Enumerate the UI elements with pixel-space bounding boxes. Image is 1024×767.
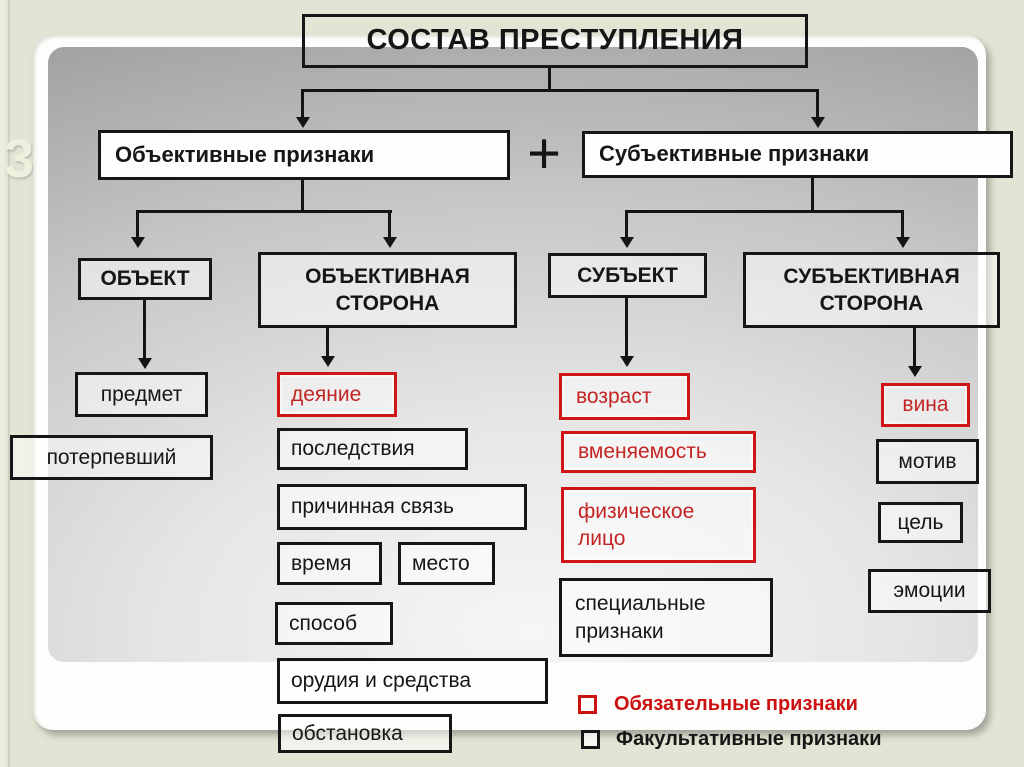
branch-subjective-label: Субъективные признаки <box>599 141 870 167</box>
connector-line <box>811 178 814 212</box>
node-posledstviya: последствия <box>277 428 468 470</box>
node-predmet: предмет <box>75 372 208 417</box>
node-motiv: мотив <box>876 439 979 484</box>
node-label: вменяемость <box>578 440 707 464</box>
slide-number: 3 <box>4 129 35 189</box>
node-orudiya-i-sredstva: орудия и средства <box>277 658 548 704</box>
connector-line <box>301 180 304 212</box>
branch-objective: Объективные признаки <box>98 130 510 180</box>
node-label: вина <box>902 393 949 417</box>
node-label: последствия <box>291 437 415 461</box>
page-title: СОСТАВ ПРЕСТУПЛЕНИЯ <box>366 24 744 57</box>
node-sposob: способ <box>275 602 393 645</box>
connector-line <box>301 89 819 92</box>
arrow-down-icon <box>296 117 310 128</box>
connector-line <box>625 210 904 213</box>
node-poterpevshiy: потерпевший <box>10 435 213 480</box>
node-label: потерпевший <box>46 445 177 469</box>
node-label: мотив <box>898 449 957 473</box>
connector-line <box>388 210 391 237</box>
group-object: ОБЪЕКТ <box>78 258 212 300</box>
arrow-down-icon <box>321 356 335 367</box>
node-label: предмет <box>100 382 183 406</box>
node-spetsialnye-priznaki: специальные признаки <box>559 578 773 657</box>
node-tsel: цель <box>878 502 963 543</box>
node-label: цель <box>897 510 944 534</box>
arrow-down-icon <box>896 237 910 248</box>
node-label: место <box>412 551 470 575</box>
node-vina-mandatory: вина <box>881 383 970 427</box>
connector-line <box>326 328 329 356</box>
arrow-down-icon <box>811 117 825 128</box>
arrow-down-icon <box>131 237 145 248</box>
arrow-down-icon <box>908 366 922 377</box>
group-subject: СУБЪЕКТ <box>548 253 707 298</box>
connector-line <box>136 210 139 237</box>
group-subjective-side-label: СУБЪЕКТИВНАЯ СТОРОНА <box>783 264 960 315</box>
branch-subjective: Субъективные признаки <box>582 131 1013 178</box>
arrow-down-icon <box>383 237 397 248</box>
node-label: орудия и средства <box>291 669 472 693</box>
node-prichinnaya-svyaz: причинная связь <box>277 484 527 530</box>
connector-line <box>625 298 628 356</box>
plus-sign: + <box>527 120 561 186</box>
connector-line <box>625 210 628 237</box>
legend-mandatory-square-icon <box>578 695 597 714</box>
group-subjective-side: СУБЪЕКТИВНАЯ СТОРОНА <box>743 252 1000 328</box>
node-vozrast-mandatory: возраст <box>559 373 690 420</box>
group-object-label: ОБЪЕКТ <box>100 267 190 291</box>
title-box: СОСТАВ ПРЕСТУПЛЕНИЯ <box>302 14 808 68</box>
node-label: способ <box>289 611 357 635</box>
connector-line <box>143 300 146 358</box>
group-objective-side-label: ОБЪЕКТИВНАЯ СТОРОНА <box>305 264 470 315</box>
node-fizicheskoe-litso-mandatory: физическое лицо <box>561 487 756 563</box>
connector-line <box>913 328 916 366</box>
node-mesto: место <box>398 542 495 585</box>
group-subject-label: СУБЪЕКТ <box>577 263 678 287</box>
background-line <box>8 0 10 767</box>
connector-line <box>301 89 304 117</box>
node-deyanie-mandatory: деяние <box>277 372 397 417</box>
branch-objective-label: Объективные признаки <box>115 141 375 167</box>
node-label: обстановка <box>292 721 403 745</box>
node-label: специальные признаки <box>575 592 706 643</box>
node-label: причинная связь <box>291 495 454 519</box>
node-label: физическое лицо <box>578 499 695 550</box>
arrow-down-icon <box>620 356 634 367</box>
node-obstanovka: обстановка <box>278 714 452 753</box>
node-vmenyaemost-mandatory: вменяемость <box>561 431 756 473</box>
connector-line <box>548 67 551 91</box>
node-label: время <box>291 551 352 575</box>
node-label: деяние <box>291 382 362 406</box>
arrow-down-icon <box>620 237 634 248</box>
node-label: возраст <box>576 384 652 408</box>
connector-line <box>816 89 819 117</box>
node-vremya: время <box>277 542 382 585</box>
node-emotsii: эмоции <box>868 569 991 613</box>
connector-line <box>901 210 904 237</box>
background-strip <box>0 0 5 767</box>
legend-optional-label: Факультативные признаки <box>616 728 882 750</box>
connector-line <box>136 210 392 213</box>
arrow-down-icon <box>138 358 152 369</box>
legend-optional-square-icon <box>581 730 600 749</box>
node-label: эмоции <box>893 579 966 603</box>
legend-mandatory-label: Обязательные признаки <box>614 693 858 715</box>
group-objective-side: ОБЪЕКТИВНАЯ СТОРОНА <box>258 252 517 328</box>
